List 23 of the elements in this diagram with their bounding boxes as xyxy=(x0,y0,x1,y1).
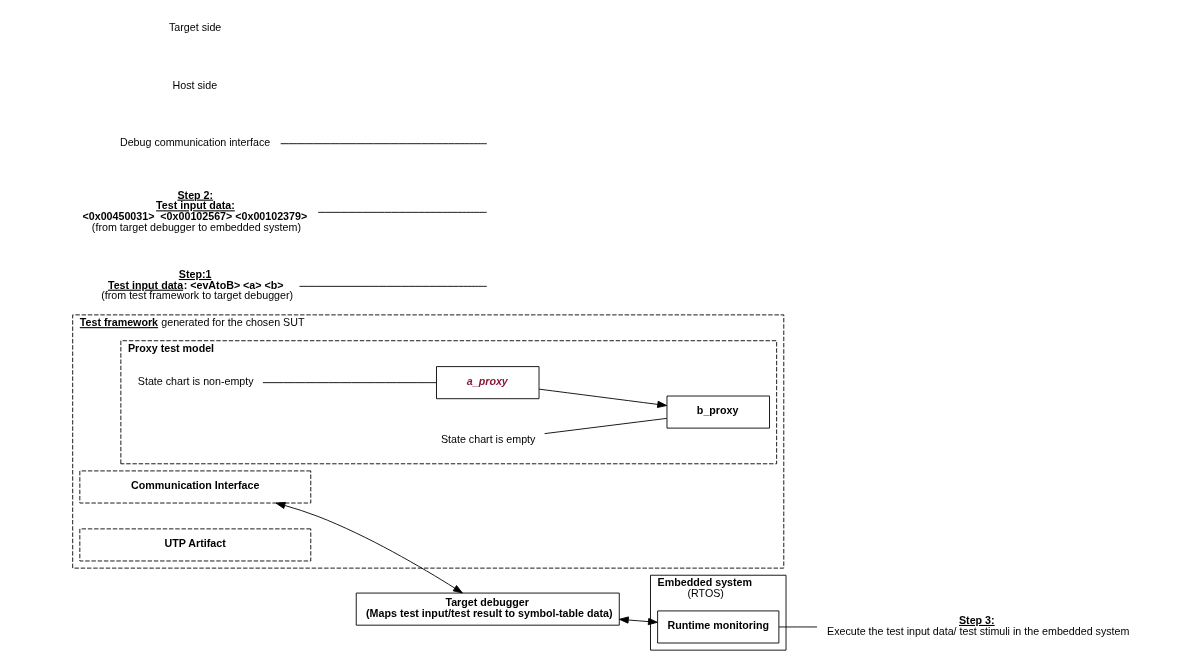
arrow xyxy=(275,501,463,594)
node-text: State chart is non-empty xyxy=(137,375,254,388)
arrow xyxy=(538,388,668,408)
connector xyxy=(280,143,488,145)
node-box: b_proxy xyxy=(666,395,770,429)
node-text: Step 3: Execute the test input data/ test stimuli in the embedded system xyxy=(827,613,1130,637)
connector xyxy=(317,211,488,213)
node-box: Communication Interface xyxy=(79,470,312,504)
connector xyxy=(778,626,818,628)
label: Target side xyxy=(169,20,222,33)
node-box: UTP Artifact xyxy=(79,528,312,562)
connector xyxy=(544,417,668,435)
node-text: Debug communication interface xyxy=(119,136,271,149)
label: Host side xyxy=(172,78,218,91)
node-text: Step:1 Test input data: <evAtoB> <a> <b> (from test framework to target debugger) xyxy=(101,267,294,302)
connector xyxy=(262,382,437,384)
node-text: State chart is empty xyxy=(440,433,536,446)
node-box: Runtime monitoring xyxy=(657,610,780,644)
connector xyxy=(299,285,488,287)
arrow xyxy=(618,616,658,626)
node-box: Target debugger (Maps test input/test result to symbol-table data) xyxy=(355,592,620,626)
node-box: a_proxy xyxy=(436,366,540,400)
node-text: Step 2: Test input data: <0x00450031> <0x00102567> <0x00102379> (from target debugger to embedded system) xyxy=(82,188,308,233)
